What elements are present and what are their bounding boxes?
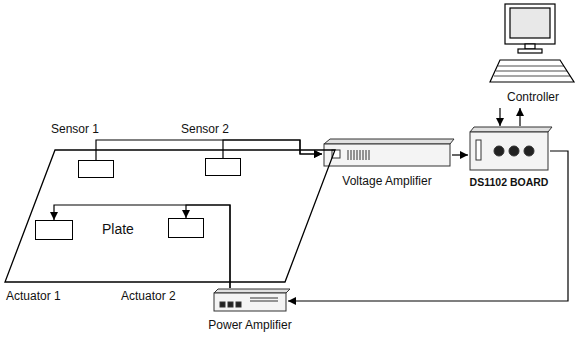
node-label: Actuator 1 — [6, 289, 61, 303]
amplifier-node: Voltage Amplifier — [322, 138, 452, 190]
amplifier-icon — [324, 139, 454, 166]
signal-wire — [499, 108, 500, 126]
board-node: DS1102 BOARD — [468, 126, 550, 190]
node-label: Sensor 1 — [51, 122, 99, 136]
computer-icon — [490, 4, 574, 82]
actuator-patch: Actuator 1 — [35, 220, 73, 240]
computer-node: Controller — [488, 2, 578, 108]
amplifier-icon — [214, 289, 290, 311]
plate-node: Plate Sensor 1 Sensor 2 Actuator 1 Actuator … — [5, 150, 335, 282]
sensor-patch: Sensor 1 — [78, 160, 114, 178]
signal-wire — [452, 154, 468, 155]
node-label: Controller — [507, 90, 559, 104]
node-label: Actuator 2 — [121, 289, 176, 303]
node-label: Voltage Amplifier — [342, 174, 431, 188]
signal-wire — [288, 151, 568, 301]
node-label: Sensor 2 — [181, 122, 229, 136]
signal-wire — [54, 205, 230, 288]
plate-outline — [5, 150, 335, 282]
signal-wire — [519, 108, 520, 126]
node-label: Power Amplifier — [208, 318, 291, 332]
actuator-patch: Actuator 2 — [168, 218, 204, 238]
node-label: DS1102 BOARD — [470, 175, 549, 189]
sensor-patch: Sensor 2 — [205, 158, 241, 176]
board-icon — [470, 127, 552, 170]
signal-wire — [223, 140, 322, 158]
amplifier-node: Power Amplifier — [212, 288, 288, 334]
node-label: Plate — [102, 222, 134, 236]
